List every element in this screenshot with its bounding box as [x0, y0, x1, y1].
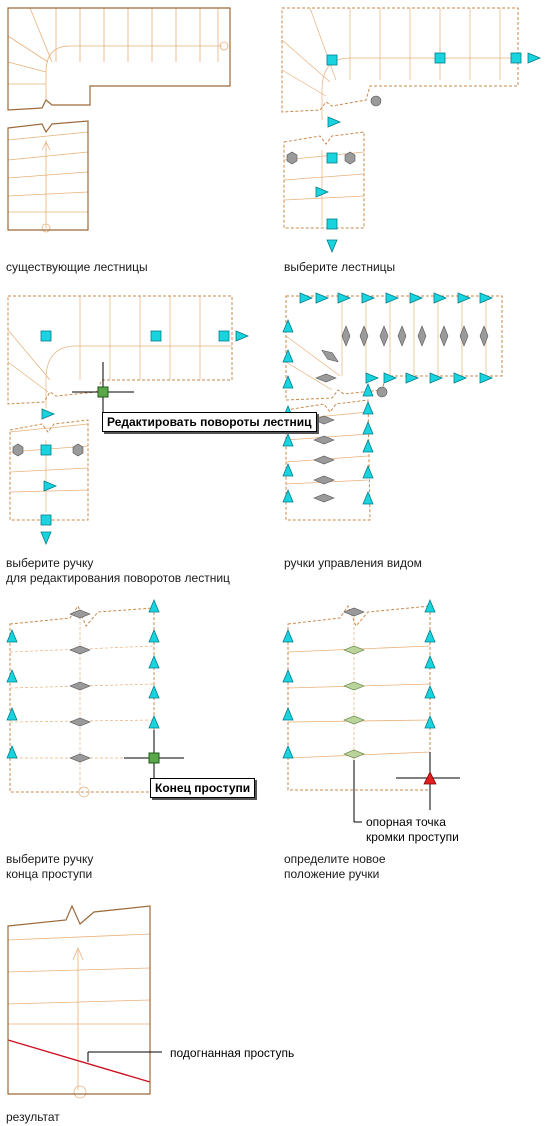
- callout-fitted-tread: подогнанная проступь: [170, 1046, 295, 1060]
- treads: [7, 933, 151, 1099]
- panel-existing-stairs: [7, 7, 231, 233]
- caption-new-location-line1: определите новое: [284, 852, 386, 866]
- treads: [287, 645, 431, 759]
- caption-view-grips: ручки управления видом: [284, 556, 422, 570]
- panel-new-grip-location: [282, 599, 460, 823]
- caption-result: результат: [6, 1110, 60, 1124]
- caption-tread-end-line2: конца проступи: [6, 867, 93, 881]
- panel-tread-end-grip: [6, 599, 184, 798]
- tooltip-edit-turns: Редактировать повороты лестниц: [102, 412, 317, 432]
- caption-existing-stairs: существующие лестницы: [6, 260, 148, 274]
- panel-result: [7, 904, 162, 1099]
- caption-select-stairs: выберите лестницы: [284, 260, 396, 274]
- treads: [7, 7, 229, 233]
- tooltip-tread-end: Конец проступи: [150, 778, 256, 798]
- panel-edit-turns: [7, 295, 249, 545]
- panel-select-stairs: [281, 7, 541, 253]
- treads: [9, 612, 155, 790]
- treads: [7, 296, 232, 512]
- callout-reference-point-line2: кромки проступи: [366, 830, 459, 844]
- caption-select-grip-line2: для редактирования поворотов лестниц: [6, 571, 230, 585]
- treads: [281, 7, 516, 226]
- caption-tread-end-line1: выберите ручку: [6, 852, 94, 866]
- panel-view-grips: [282, 292, 503, 521]
- caption-select-grip-line1: выберите ручку: [6, 556, 94, 570]
- caption-new-location-line2: положение ручки: [284, 867, 380, 881]
- callout-reference-point-line1: опорная точка: [366, 815, 446, 829]
